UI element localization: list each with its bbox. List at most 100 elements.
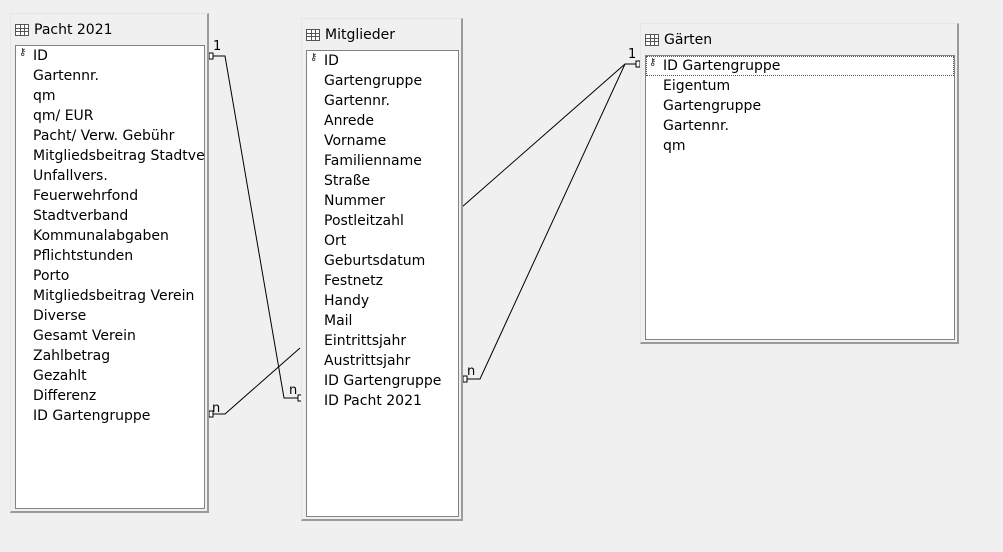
field-item[interactable]: Feuerwehrfond [16,186,204,206]
field-label: Familienname [324,153,422,169]
field-item[interactable]: Vorname [307,131,458,151]
table-window-pacht-2021[interactable]: Pacht 2021 ⚷ ID Gartennr. qm qm/ EUR Pach… [10,13,209,513]
field-item[interactable]: Differenz [16,386,204,406]
field-label: ID [33,48,48,64]
table-header-pacht-2021[interactable]: Pacht 2021 [15,20,113,40]
field-item[interactable]: Kommunalabgaben [16,226,204,246]
field-label: Zahlbetrag [33,348,111,364]
relation-line-garten-mitglieder [466,63,640,380]
field-list-pacht-2021[interactable]: ⚷ ID Gartennr. qm qm/ EUR Pacht/ Verw. Ge… [15,45,205,509]
field-item[interactable]: Mail [307,311,458,331]
field-list-garten[interactable]: ⚷ ID Gartengruppe Eigentum Gartengruppe G… [645,55,955,340]
table-window-garten[interactable]: Gärten ⚷ ID Gartengruppe Eigentum Garteng… [640,23,959,344]
field-item[interactable]: ID Gartengruppe [307,371,458,391]
field-label: qm/ EUR [33,108,94,124]
field-item[interactable]: Gartennr. [646,116,954,136]
field-item[interactable]: Diverse [16,306,204,326]
field-label: ID Gartengruppe [663,58,781,74]
field-label: Handy [324,293,370,309]
field-label: Gartennr. [33,68,99,84]
field-item[interactable]: Festnetz [307,271,458,291]
field-item[interactable]: ID Pacht 2021 [307,391,458,411]
field-label: Porto [33,268,70,284]
field-label: Mitgliedsbeitrag Verein [33,288,195,304]
field-item[interactable]: Zahlbetrag [16,346,204,366]
relation-label-many-mitglieder-left: n [289,383,298,398]
field-label: qm [663,138,686,154]
field-item[interactable]: Ort [307,231,458,251]
field-item[interactable]: ID Gartengruppe [16,406,204,426]
table-header-garten[interactable]: Gärten [645,30,712,50]
field-item[interactable]: Straße [307,171,458,191]
field-label: Anrede [324,113,375,129]
field-label: ID [324,53,339,69]
field-item[interactable]: Gartengruppe [646,96,954,116]
field-item[interactable]: qm [646,136,954,156]
field-item-selected[interactable]: ⚷ ID Gartengruppe [646,56,954,76]
field-item[interactable]: Anrede [307,111,458,131]
field-label: Austrittsjahr [324,353,411,369]
relation-label-many-pacht: n [212,401,221,416]
field-label: Gartennr. [324,93,390,109]
field-item[interactable]: Gesamt Verein [16,326,204,346]
field-label: Eigentum [663,78,731,94]
key-icon: ⚷ [649,57,657,68]
key-icon: ⚷ [19,47,27,58]
field-label: ID Pacht 2021 [324,393,422,409]
field-label: Pflichtstunden [33,248,134,264]
field-label: ID Gartengruppe [33,408,151,424]
field-label: Gartengruppe [324,73,423,89]
field-item[interactable]: Gezahlt [16,366,204,386]
relation-line-pacht-garten [213,347,301,415]
table-header-mitglieder[interactable]: Mitglieder [306,25,395,45]
field-label: Pacht/ Verw. Gebühr [33,128,175,144]
field-label: Vorname [324,133,387,149]
field-item[interactable]: Pflichtstunden [16,246,204,266]
field-label: Eintrittsjahr [324,333,407,349]
table-title: Mitglieder [325,27,395,43]
field-item[interactable]: Mitgliedsbeitrag Stadtverband [16,146,204,166]
field-label: Gartennr. [663,118,729,134]
field-item[interactable]: Austrittsjahr [307,351,458,371]
field-item[interactable]: Gartennr. [16,66,204,86]
field-item[interactable]: Mitgliedsbeitrag Verein [16,286,204,306]
field-label: Diverse [33,308,87,324]
field-label: Differenz [33,388,97,404]
field-item[interactable]: Nummer [307,191,458,211]
table-icon [15,24,29,36]
field-item[interactable]: Gartennr. [307,91,458,111]
field-label: Postleitzahl [324,213,404,229]
field-item[interactable]: ⚷ID [307,51,458,71]
field-item[interactable]: Eintrittsjahr [307,331,458,351]
field-item[interactable]: Eigentum [646,76,954,96]
table-title: Gärten [664,32,713,48]
field-item[interactable]: Porto [16,266,204,286]
field-label: Festnetz [324,273,384,289]
table-icon [306,29,320,41]
field-item[interactable]: Postleitzahl [307,211,458,231]
table-window-mitglieder[interactable]: Mitglieder ⚷ID Gartengruppe Gartennr. An… [301,18,463,521]
field-label: Feuerwehrfond [33,188,139,204]
field-item[interactable]: Familienname [307,151,458,171]
field-item[interactable]: qm [16,86,204,106]
field-item[interactable]: ⚷ ID [16,46,204,66]
field-label: Straße [324,173,371,189]
field-item[interactable]: Unfallvers. [16,166,204,186]
relation-line-pacht-mitglieder [213,55,300,399]
field-label: Geburtsdatum [324,253,426,269]
relation-line-garten-pacht [461,63,640,208]
field-label: Ort [324,233,347,249]
field-label: Stadtverband [33,208,129,224]
field-item[interactable]: Stadtverband [16,206,204,226]
field-label: qm [33,88,56,104]
field-item[interactable]: qm/ EUR [16,106,204,126]
field-item[interactable]: Handy [307,291,458,311]
field-label: Gartengruppe [663,98,762,114]
field-item[interactable]: Geburtsdatum [307,251,458,271]
field-item[interactable]: Pacht/ Verw. Gebühr [16,126,204,146]
field-item[interactable]: Gartengruppe [307,71,458,91]
field-label: Mitgliedsbeitrag Stadtverband [33,148,205,164]
field-list-mitglieder[interactable]: ⚷ID Gartengruppe Gartennr. Anrede Vornam… [306,50,459,517]
table-title: Pacht 2021 [34,22,113,38]
